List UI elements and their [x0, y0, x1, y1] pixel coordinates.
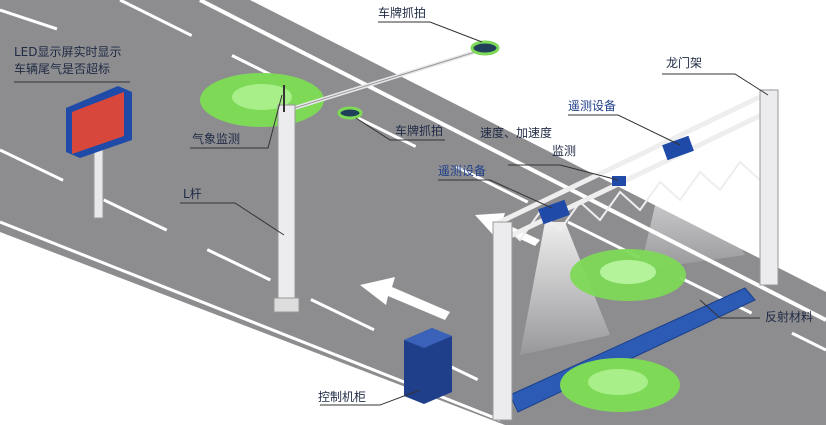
car-bottom — [560, 358, 680, 412]
telemetry-device-left — [538, 199, 570, 225]
l-pole-label: L杆 — [183, 187, 202, 201]
plate-camera-mid — [337, 106, 363, 120]
speed-label-line2: 监测 — [552, 144, 577, 158]
gantry-label: 龙门架 — [666, 56, 703, 70]
speed-label-line1: 速度、加速度 — [480, 126, 553, 140]
light-beam-right — [640, 150, 745, 270]
plate-capture-top-label: 车牌抓拍 — [378, 6, 427, 20]
car-middle — [570, 249, 686, 301]
reflective-label: 反射材料 — [765, 310, 814, 324]
plate-camera-top — [470, 40, 500, 56]
plate-capture-mid-label: 车牌抓拍 — [395, 124, 444, 138]
direction-arrow-left — [360, 277, 450, 320]
weather-label: 气象监测 — [192, 132, 241, 146]
led-screen — [72, 92, 124, 154]
telemetry-right-label: 遥测设备 — [568, 99, 617, 113]
light-beam-left — [520, 222, 610, 355]
l-pole — [277, 104, 296, 311]
led-label-line2: 车辆尾气是否超标 — [14, 62, 111, 76]
car-top — [200, 73, 324, 127]
billboard-pole — [93, 149, 104, 219]
leader-lines — [14, 21, 769, 406]
speed-sensor — [612, 176, 626, 186]
led-label-line1: LED显示屏实时显示 — [14, 45, 122, 59]
telemetry-left-label: 遥测设备 — [438, 164, 487, 178]
cabinet-label: 控制机柜 — [318, 390, 367, 404]
control-cabinet — [404, 328, 452, 404]
telemetry-device-right — [662, 135, 694, 161]
